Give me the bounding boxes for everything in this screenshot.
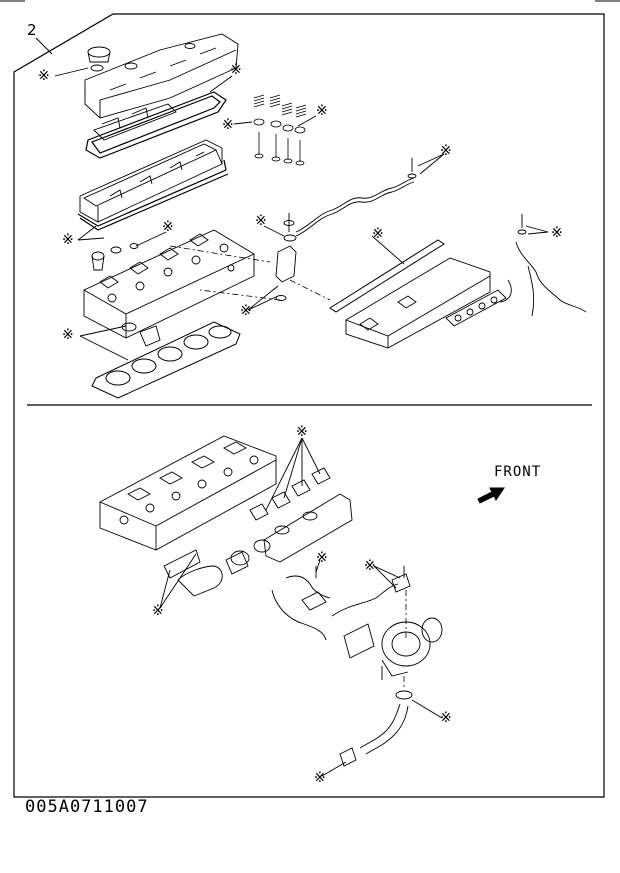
head-gasket bbox=[92, 322, 240, 398]
document-code: 005A0711007 bbox=[25, 797, 149, 817]
callout-mark: ※ bbox=[222, 117, 234, 133]
leak-off-pipe bbox=[296, 158, 416, 236]
thermostat-gasket bbox=[122, 323, 160, 346]
intake-manifold bbox=[346, 258, 490, 348]
callout-mark: ※ bbox=[162, 219, 174, 235]
front-label: FRONT bbox=[494, 464, 542, 480]
injector bbox=[228, 213, 296, 301]
callout-mark: ※ bbox=[316, 103, 328, 119]
callout-mark: ※ bbox=[230, 62, 242, 78]
callout-mark: ※ bbox=[440, 143, 452, 159]
egr-cooler-pipe bbox=[164, 550, 248, 596]
diagram-frame bbox=[14, 14, 604, 797]
front-arrow-icon bbox=[478, 488, 504, 503]
turbo-oil-drain bbox=[340, 691, 412, 766]
cylinder-head-lower bbox=[100, 436, 276, 550]
callout-mark: ※ bbox=[240, 303, 252, 319]
callout-mark: ※ bbox=[316, 550, 328, 566]
callout-mark: ※ bbox=[62, 327, 74, 343]
callout-mark: ※ bbox=[255, 213, 267, 229]
common-rail bbox=[446, 290, 506, 326]
callout-mark: ※ bbox=[296, 424, 308, 440]
turbocharger bbox=[344, 618, 442, 680]
rocker-cover bbox=[85, 34, 238, 118]
head-cover-gasket bbox=[78, 160, 228, 230]
callout-mark: ※ bbox=[551, 225, 563, 241]
fuel-pipes bbox=[500, 214, 586, 316]
rocker-cover-gasket bbox=[86, 92, 226, 158]
exhaust-manifold bbox=[231, 494, 352, 565]
callout-mark: ※ bbox=[440, 710, 452, 726]
callout-mark: ※ bbox=[372, 226, 384, 242]
valve-springs bbox=[254, 95, 306, 165]
intake-manifold-gasket bbox=[330, 240, 444, 312]
exhaust-manifold-gaskets bbox=[250, 468, 330, 520]
callout-mark: ※ bbox=[314, 770, 326, 786]
callout-mark: ※ bbox=[62, 232, 74, 248]
callout-mark: ※ bbox=[364, 558, 376, 574]
water-pipe bbox=[272, 566, 330, 640]
cylinder-head-cover bbox=[80, 140, 222, 222]
item-number-label: 2 bbox=[27, 21, 37, 39]
cylinder-head bbox=[84, 230, 254, 338]
oil-pipe bbox=[332, 566, 410, 616]
callout-mark: ※ bbox=[152, 603, 164, 619]
rocker-housing bbox=[94, 104, 176, 140]
callout-mark: ※ bbox=[38, 68, 50, 84]
